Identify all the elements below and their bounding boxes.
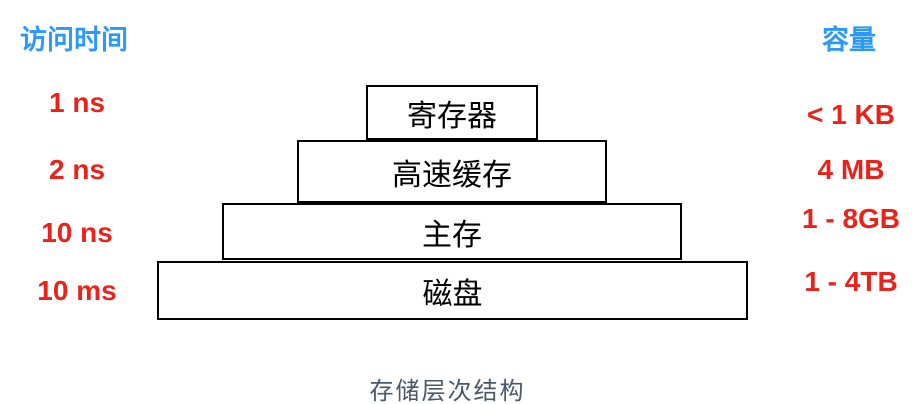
pyramid-level-label: 寄存器 xyxy=(407,99,497,133)
capacity-value-main-memory: 1 - 8GB xyxy=(801,203,901,234)
pyramid-level-register: 寄存器 xyxy=(366,85,538,140)
pyramid-level-disk: 磁盘 xyxy=(157,261,748,320)
pyramid-level-label: 主存 xyxy=(422,218,482,252)
access-time-value-register: 1 ns xyxy=(48,87,106,118)
pyramid-level-label: 高速缓存 xyxy=(392,158,512,192)
capacity-column-header: 容量 xyxy=(822,25,876,55)
capacity-value-cache: 4 MB xyxy=(817,154,885,185)
access-time-value-disk: 10 ms xyxy=(37,275,117,306)
pyramid-level-cache: 高速缓存 xyxy=(297,140,607,203)
pyramid-level-label: 磁盘 xyxy=(422,277,483,311)
access-time-column-header: 访问时间 xyxy=(20,25,128,55)
access-time-value-cache: 2 ns xyxy=(48,154,106,185)
capacity-value-register: < 1 KB xyxy=(807,99,895,130)
capacity-value-disk: 1 - 4TB xyxy=(804,266,898,297)
diagram-caption: 存储层次结构 xyxy=(369,378,526,404)
pyramid-level-main-memory: 主存 xyxy=(222,203,682,260)
access-time-value-main-memory: 10 ns xyxy=(41,217,113,248)
